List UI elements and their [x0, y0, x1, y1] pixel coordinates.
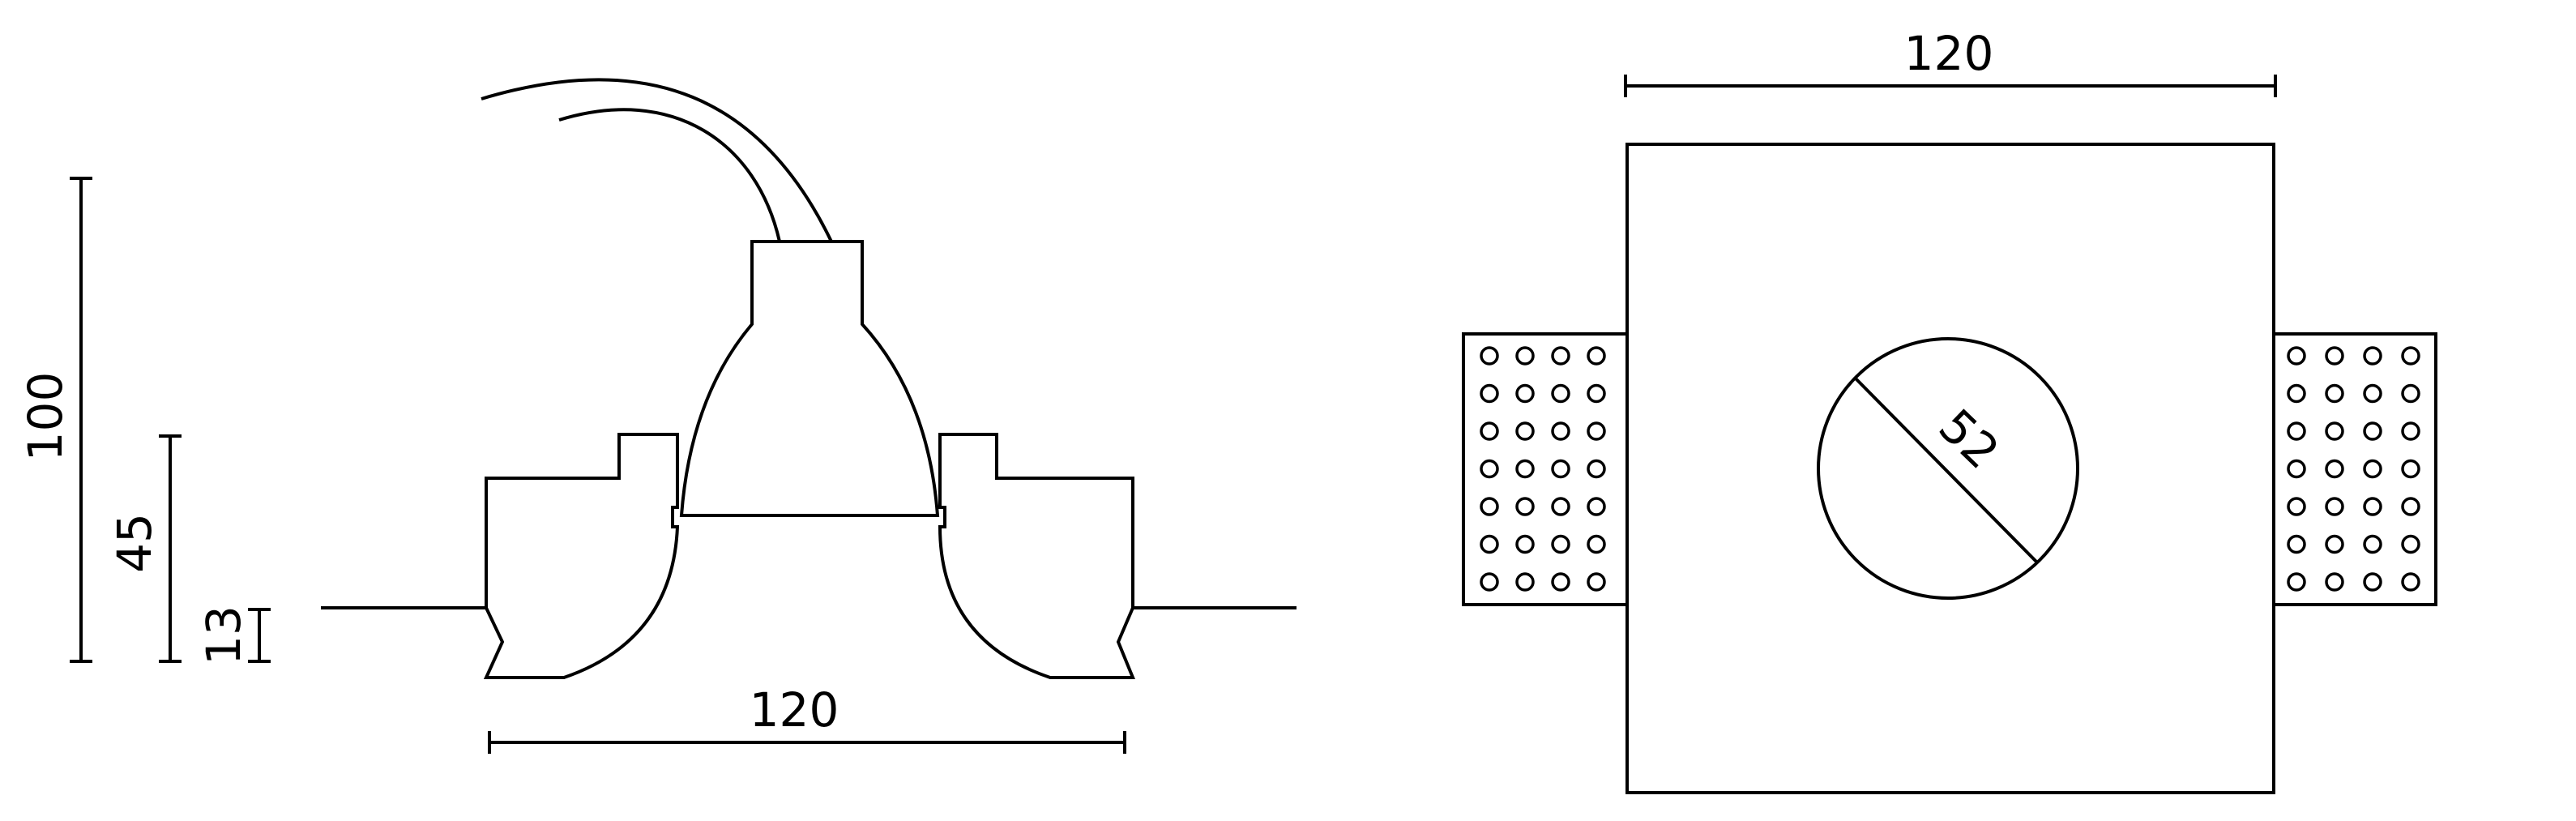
- grid-hole: [1587, 497, 1606, 516]
- grid-hole: [1551, 459, 1570, 479]
- grid-hole: [2287, 421, 2306, 441]
- grid-hole: [2363, 383, 2382, 404]
- grid-hole: [1480, 572, 1499, 592]
- dimension-height-total: 100: [18, 177, 92, 663]
- lamp-body: [679, 240, 940, 517]
- flange-left: [483, 433, 680, 679]
- dimension-width-side: 120: [488, 682, 1126, 754]
- main-plate: [1625, 143, 2275, 794]
- grid-hole: [2287, 572, 2306, 592]
- grid-hole: [2363, 497, 2382, 516]
- grid-hole: [2325, 459, 2344, 479]
- grid-hole: [2401, 383, 2420, 404]
- dimension-width-top: 120: [1624, 26, 2277, 97]
- center-hole: [1817, 337, 2079, 600]
- top-view: 52 120: [1462, 26, 2437, 794]
- hole-grid-right: [2287, 346, 2420, 592]
- grid-hole: [2363, 572, 2382, 592]
- grid-hole: [1587, 346, 1606, 366]
- grid-hole: [1587, 459, 1606, 479]
- grid-hole: [2401, 534, 2420, 554]
- grid-hole: [1551, 497, 1570, 516]
- dimension-width-top-label: 120: [1904, 26, 1994, 81]
- grid-hole: [2287, 497, 2306, 516]
- grid-hole: [2287, 459, 2306, 479]
- grid-hole: [2401, 346, 2420, 366]
- grid-hole: [1480, 383, 1499, 404]
- grid-hole: [1480, 459, 1499, 479]
- grid-hole: [2287, 534, 2306, 554]
- grid-hole: [1551, 421, 1570, 441]
- grid-hole: [2287, 346, 2306, 366]
- grid-hole: [1515, 572, 1535, 592]
- grid-hole: [1515, 383, 1535, 404]
- hole-grid-left: [1480, 346, 1606, 592]
- grid-hole: [1551, 346, 1570, 366]
- side-view: 100 45 13 120: [18, 78, 1297, 754]
- grid-hole: [1480, 421, 1499, 441]
- dimension-height-small-label: 13: [196, 605, 251, 665]
- dimension-width-side-label: 120: [750, 682, 839, 738]
- grid-hole: [2401, 421, 2420, 441]
- grid-hole: [2325, 346, 2344, 366]
- grid-hole: [2325, 497, 2344, 516]
- grid-hole: [1587, 421, 1606, 441]
- grid-hole: [1587, 572, 1606, 592]
- grid-hole: [1515, 421, 1535, 441]
- grid-hole: [2401, 459, 2420, 479]
- cable-outer: [481, 78, 833, 242]
- grid-hole: [1587, 534, 1606, 554]
- diameter-line: [1854, 377, 2040, 565]
- grid-hole: [2287, 383, 2306, 404]
- dimension-height-mid-label: 45: [107, 513, 162, 573]
- grid-hole: [1480, 534, 1499, 554]
- grid-hole: [1587, 383, 1606, 404]
- dimension-height-total-label: 100: [18, 372, 73, 462]
- flange-right: [938, 433, 1135, 679]
- cable-inner: [558, 108, 781, 242]
- grid-hole: [1515, 346, 1535, 366]
- grid-hole: [2363, 534, 2382, 554]
- grid-hole: [2363, 459, 2382, 479]
- grid-hole: [2401, 572, 2420, 592]
- grid-hole: [1480, 346, 1499, 366]
- grid-hole: [1551, 383, 1570, 404]
- grid-hole: [2325, 421, 2344, 441]
- grid-hole: [2325, 383, 2344, 404]
- diameter-label: 52: [1929, 399, 2010, 480]
- grid-hole: [2363, 421, 2382, 441]
- grid-hole: [2363, 346, 2382, 366]
- grid-hole: [1515, 459, 1535, 479]
- grid-hole: [2325, 534, 2344, 554]
- grid-hole: [1551, 534, 1570, 554]
- grid-hole: [2401, 497, 2420, 516]
- grid-hole: [1515, 497, 1535, 516]
- grid-hole: [2325, 572, 2344, 592]
- dimension-height-mid: 45: [107, 434, 182, 663]
- grid-hole: [1515, 534, 1535, 554]
- dimension-height-small: 13: [196, 605, 271, 665]
- grid-hole: [1551, 572, 1570, 592]
- grid-hole: [1480, 497, 1499, 516]
